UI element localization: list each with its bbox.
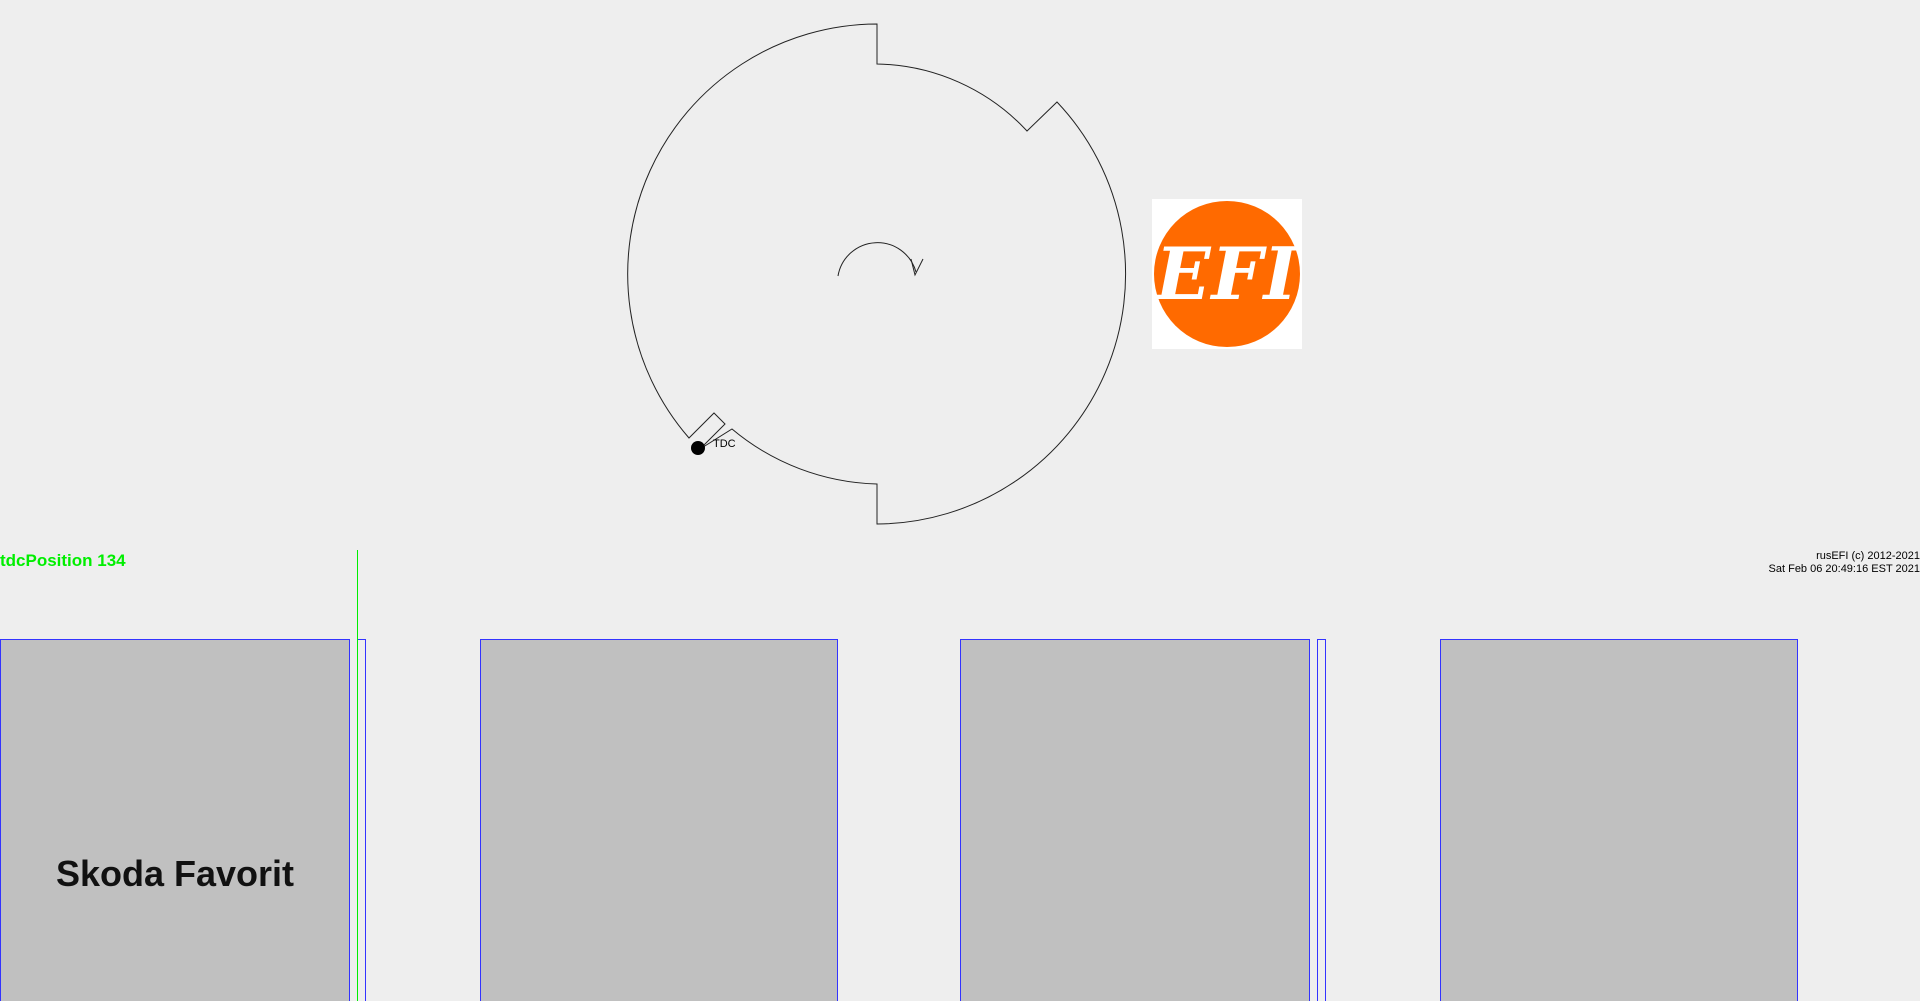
cylinder-panel-4 xyxy=(1440,639,1798,1001)
rusefi-logo: EFI xyxy=(1152,199,1302,349)
timestamp-line: Sat Feb 06 20:49:16 EST 2021 xyxy=(1768,563,1920,575)
trigger-wheel-diagram: TDC xyxy=(627,23,1127,525)
logo-circle xyxy=(1154,201,1300,347)
tdc-marker-dot xyxy=(691,441,705,455)
copyright-line: rusEFI (c) 2012-2021 xyxy=(1816,550,1920,562)
cylinder-panel-3 xyxy=(960,639,1310,1001)
engine-name-label: Skoda Favorit xyxy=(55,853,295,894)
cylinder-sliver-3 xyxy=(1317,639,1326,1001)
cylinder-panel-2 xyxy=(480,639,838,1001)
tdc-position-line xyxy=(357,550,358,1001)
cylinder-panel-1 xyxy=(0,639,350,1001)
clockwise-arrow-icon xyxy=(837,242,924,277)
tdc-position-readout: tdcPosition 134 xyxy=(0,551,126,570)
trigger-wheel-outline xyxy=(627,23,1127,525)
tdc-label: TDC xyxy=(713,438,736,450)
logo-text: EFI xyxy=(1155,231,1299,316)
cylinder-sliver-1 xyxy=(357,639,366,1001)
copyright-block: rusEFI (c) 2012-2021 Sat Feb 06 20:49:16… xyxy=(1620,550,1920,576)
